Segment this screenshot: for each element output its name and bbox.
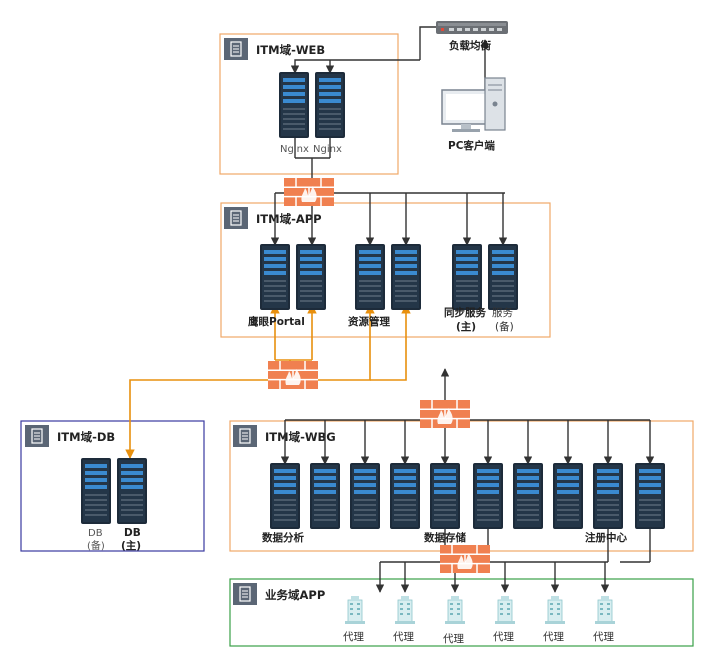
- sync-server-backup: [488, 244, 518, 310]
- data-analysis-label: 数据分析: [261, 531, 304, 544]
- sync-main-tag: (主): [456, 320, 476, 333]
- zone-biz-icon: [232, 582, 258, 606]
- sync-server-main: [452, 244, 482, 310]
- agent-building-icon-6: [594, 595, 616, 625]
- agent-building-icon-4: [494, 595, 516, 625]
- zone-biz-title: 业务域APP: [265, 588, 325, 602]
- wbg-server-7: [513, 463, 543, 529]
- pc-icon: [441, 77, 506, 132]
- eagle-server-2: [296, 244, 326, 310]
- load-balancer-label: 负载均衡: [449, 39, 491, 52]
- agent-building-icon-3: [444, 595, 466, 625]
- agent-label-6: 代理: [593, 631, 614, 643]
- agent-label-2: 代理: [393, 631, 414, 643]
- zone-web: ITM域-WEB: [219, 33, 399, 175]
- zone-app: ITM域-APP: [220, 202, 551, 338]
- eagle-server-1: [260, 244, 290, 310]
- pc-client: PC客户端: [441, 77, 506, 152]
- registry-center-label: 注册中心: [585, 531, 627, 544]
- wbg-server-10: [635, 463, 665, 529]
- agent-label-4: 代理: [493, 631, 514, 643]
- data-storage-label: 数据存储: [423, 531, 466, 544]
- pc-client-label: PC客户端: [448, 139, 495, 152]
- db-backup-label: DB: [88, 528, 103, 539]
- wbg-server-1: [270, 463, 300, 529]
- agent-label-3: 代理: [443, 633, 464, 645]
- resource-server-1: [355, 244, 385, 310]
- eagle-portal-label: 鹰眼Portal: [248, 315, 305, 328]
- db-main-tag: (主): [121, 539, 141, 552]
- zone-wbg-icon: [232, 424, 258, 448]
- firewall-web-app-icon: [283, 177, 335, 207]
- resource-mgmt-label: 资源管理: [348, 315, 390, 328]
- firewall-wbg-icon: [419, 399, 471, 429]
- db-main-label: DB: [124, 527, 141, 539]
- agent-building-icon-5: [544, 595, 566, 625]
- zone-db: ITM域-DB: [20, 420, 205, 552]
- zone-wbg-title: ITM域-WBG: [265, 430, 336, 444]
- zone-app-title: ITM域-APP: [256, 212, 322, 226]
- agent-building-icon-1: [344, 595, 366, 625]
- wbg-server-8: [553, 463, 583, 529]
- wbg-server-4: [390, 463, 420, 529]
- web-server-1-label: Nginx: [280, 144, 309, 155]
- sync-main-label: 同步服务: [444, 306, 486, 319]
- resource-server-2: [391, 244, 421, 310]
- zone-app-icon: [223, 206, 249, 230]
- switch-icon: [436, 21, 508, 34]
- web-server-2-label: Nginx: [313, 144, 342, 155]
- agent-building-icon-2: [394, 595, 416, 625]
- zone-biz: 业务域APP: [229, 578, 694, 647]
- db-server-main: [117, 458, 147, 524]
- firewall-agent-icon: [439, 544, 491, 574]
- zone-db-title: ITM域-DB: [57, 430, 115, 444]
- wbg-server-6: [473, 463, 503, 529]
- wbg-server-5: [430, 463, 460, 529]
- sync-backup-label: 服务: [492, 306, 513, 319]
- firewall-app-db-icon: [267, 360, 319, 390]
- load-balancer: 负载均衡: [436, 21, 508, 52]
- wbg-server-2: [310, 463, 340, 529]
- connections: [270, 26, 655, 593]
- agent-label-5: 代理: [543, 631, 564, 643]
- wbg-server-3: [350, 463, 380, 529]
- agent-label-1: 代理: [343, 631, 364, 643]
- web-server-2: Nginx: [313, 72, 345, 155]
- zone-web-icon: [223, 37, 249, 61]
- zone-db-icon: [24, 424, 50, 448]
- web-server-1: Nginx: [279, 72, 309, 155]
- db-backup-tag: (备): [87, 539, 105, 552]
- db-server-backup: [81, 458, 111, 524]
- sync-backup-tag: (备): [495, 320, 514, 333]
- wbg-server-9: [593, 463, 623, 529]
- zone-web-title: ITM域-WEB: [256, 43, 325, 57]
